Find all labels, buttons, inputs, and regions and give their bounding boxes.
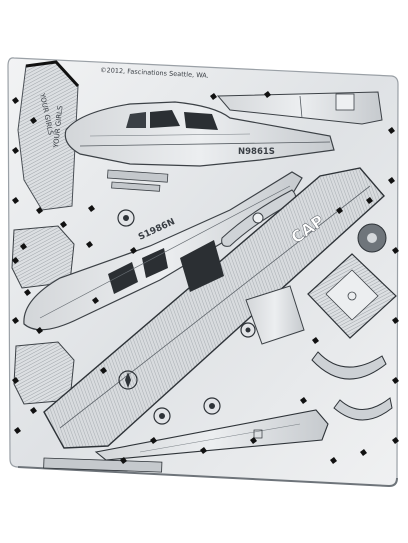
wheel-part (117, 209, 256, 425)
frame-tab (250, 437, 257, 444)
frame-tab (200, 447, 207, 454)
frame-tab (392, 317, 399, 324)
fuselage-tail-number: N9861S (238, 147, 275, 157)
fuselage-window (142, 248, 168, 278)
frame-tab (12, 97, 19, 104)
frame-tab (388, 177, 395, 184)
stand-arm-part (311, 351, 393, 421)
frame-tab (30, 407, 37, 414)
frame-tab (14, 427, 21, 434)
fuselage-window (184, 112, 218, 130)
frame-tab (92, 297, 99, 304)
frame-tab (392, 377, 399, 384)
frame-tab (150, 437, 157, 444)
frame-tab (300, 397, 307, 404)
frame-tab (366, 197, 373, 204)
frame-tab (20, 243, 27, 250)
frame-tab (12, 147, 19, 154)
wing-panel-dark (180, 240, 224, 292)
frame-tab (88, 205, 95, 212)
frame-tab (12, 317, 19, 324)
frame-tab (60, 221, 67, 228)
frame-tab (392, 437, 399, 444)
sheet-frame-tabs (12, 91, 399, 464)
frame-tab (264, 91, 271, 98)
frame-tab (388, 127, 395, 134)
horizontal-stabilizer-part (216, 91, 383, 125)
frame-tab (30, 117, 37, 124)
frame-tab (330, 457, 337, 464)
frame-tab (130, 247, 137, 254)
frame-tab (210, 93, 217, 100)
stand-base-part (307, 253, 397, 339)
frame-tab (12, 257, 19, 264)
frame-tab (312, 337, 319, 344)
frame-tab (36, 327, 43, 334)
frame-tab (100, 367, 107, 374)
main-wing-part: CAP (43, 167, 385, 449)
windshield (126, 112, 146, 128)
fuselage-part: N9861S (64, 101, 335, 167)
frame-tab (36, 207, 43, 214)
fuselage-window (150, 110, 180, 128)
roundel-icon (125, 372, 131, 388)
engine-cowling-part (245, 285, 305, 345)
strip-part (43, 457, 163, 473)
connector-strip (107, 169, 169, 192)
frame-tab (120, 457, 127, 464)
frame-tab (392, 247, 399, 254)
gear-star-part (357, 223, 387, 253)
frame-tab (360, 449, 367, 456)
roundel-icon (118, 370, 138, 390)
frame-tab (12, 377, 19, 384)
frame-tab (86, 241, 93, 248)
frame-tab (24, 289, 31, 296)
lower-wing-part (94, 409, 329, 461)
frame-tab (12, 197, 19, 204)
frame-tab (336, 207, 343, 214)
vertical-tail-part: YOUR GIRLS YOUR GIRLS (17, 60, 80, 211)
